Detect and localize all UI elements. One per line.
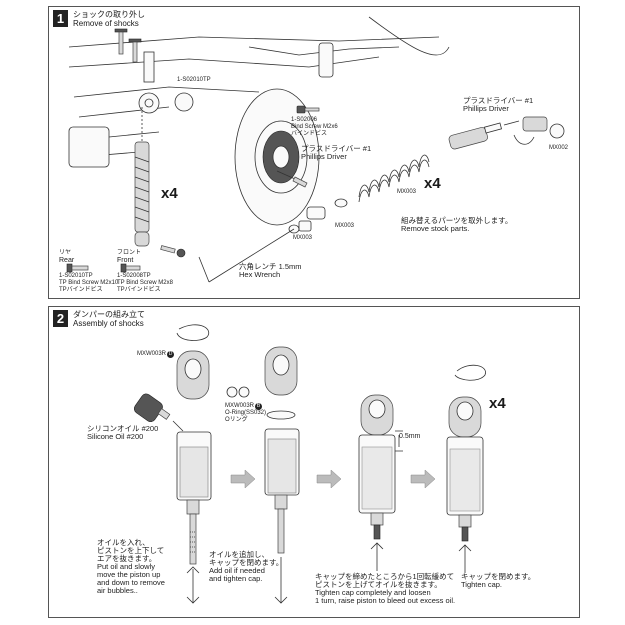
o-ring-icon: [226, 386, 296, 420]
step1-number: 1: [53, 10, 68, 27]
step1-panel: 1 ショックの取り外し Remove of shocks: [48, 6, 580, 299]
mx003-spring-label: MX003: [397, 189, 417, 195]
mx003-left-label: MX003: [293, 235, 313, 241]
shock-screw: [160, 245, 186, 258]
wheel-drawing: [234, 88, 320, 226]
remove-stock-note: 組み替えるパーツを取外します。 Remove stock parts.: [401, 216, 513, 233]
front-screw-spec: 1-S02008TP TP Bind Screw M2x8 TPバインドビス: [117, 273, 173, 293]
shock-body-2: [264, 428, 300, 604]
removed-shock: [134, 107, 150, 247]
rotate-arrow-icon: [176, 324, 210, 341]
flow-arrow-icon: [230, 469, 256, 489]
phillips-driver-right: [448, 120, 520, 150]
oil-bottle: [133, 393, 184, 432]
end-cap-mx002: [513, 116, 565, 145]
part-circle-badge: B: [255, 403, 263, 410]
phillips-driver-center: [276, 170, 308, 188]
screw-m2x6-label: 1-S02006 Bind Screw M2x6 バインドビス: [291, 117, 338, 137]
shock-assembled-4: [446, 396, 484, 573]
chassis-drawing: [68, 16, 450, 168]
shock-body-1: [176, 431, 212, 604]
front-screw-label: フロント Front: [117, 250, 142, 264]
mx002-label: MX002: [549, 145, 569, 151]
mx003-center-label: MX003: [335, 223, 355, 229]
caption-step-3: キャップを締めたところから1回転緩めて ピストンを上げてオイルを抜きます。 Ti…: [315, 572, 456, 605]
step1-multiplier-right: x4: [424, 175, 441, 192]
silicone-oil-label: シリコンオイル #200 Silicone Oil #200: [87, 424, 159, 441]
step2-panel: 2 ダンパーの組み立て Assembly of shocks: [48, 306, 580, 618]
step1-header: 1 ショックの取り外し Remove of shocks: [53, 10, 145, 28]
gap-label: 0.5mm: [399, 433, 421, 440]
driver-center-label: プラスドライバー #1 Phillips Driver: [301, 144, 372, 161]
rear-screw-label: リヤ Rear: [59, 250, 75, 264]
step1-illustration: [66, 16, 565, 283]
step1-title-jp: ショックの取り外し: [73, 10, 145, 19]
bind-screw-m2x6: [296, 105, 320, 114]
caption-step-4: キャップを閉めます。 Tighten cap.: [461, 572, 536, 589]
part-circle-badge: D: [167, 351, 175, 358]
step2-number: 2: [53, 310, 68, 327]
step2-multiplier: x4: [489, 395, 506, 412]
hex-wrench-label: 六角レンチ 1.5mm Hex Wrench: [239, 262, 302, 279]
flow-arrow-icon: [410, 469, 436, 489]
shock-cap-1: [176, 350, 210, 400]
step2-title-en: Assembly of shocks: [73, 319, 144, 328]
hex-wrench-drawing: [198, 228, 295, 283]
top-screws: [114, 28, 142, 63]
shock-cap-2: [264, 346, 298, 396]
spring-drawing: [358, 154, 430, 203]
caption-step-1: オイルを入れ、 ピストンを上下して エアを抜きます。 Put oil and s…: [97, 538, 165, 595]
step2-title-jp: ダンパーの組み立て: [73, 310, 145, 319]
front-screw: [120, 263, 141, 273]
step2-illustration: [133, 324, 486, 604]
caption-step-2: オイルを追加し、 キャップを閉めます。 Add oil if needed an…: [209, 550, 284, 583]
step1-multiplier-left: x4: [161, 185, 178, 202]
shock-assembled-3: [358, 394, 403, 571]
rear-screw: [66, 263, 89, 273]
rotate-arrow-icon: [454, 364, 486, 381]
driver-right-label: プラスドライバー #1 Phillips Driver: [463, 96, 534, 113]
part-code-top: 1-S02010TP: [177, 77, 211, 83]
rear-screw-spec: 1-S02010TP TP Bind Screw M2x10 TPバインドビス: [59, 273, 119, 293]
step2-header: 2 ダンパーの組み立て Assembly of shocks: [53, 310, 145, 328]
flow-arrow-icon: [316, 469, 342, 489]
step1-title-en: Remove of shocks: [73, 19, 139, 28]
